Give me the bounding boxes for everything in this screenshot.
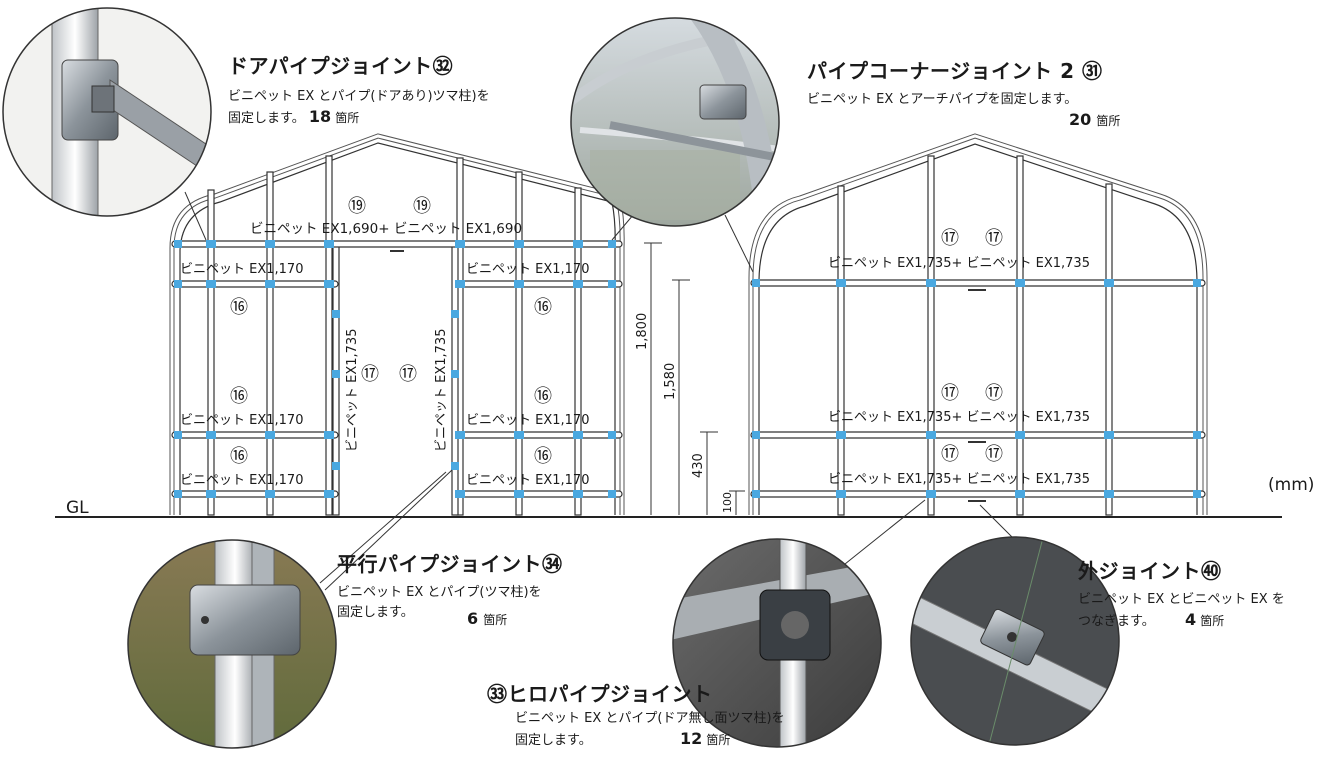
- outer-joint-count: 4: [1184, 610, 1197, 629]
- parallel-joint-photo: [128, 540, 336, 748]
- dim-1800: 1,800: [635, 313, 650, 350]
- left-num16-2: ⑯: [534, 297, 552, 318]
- left-frame: [169, 133, 625, 516]
- door-joint-title: ドアパイプジョイント㉜: [228, 54, 454, 78]
- left-top-num-a: ⑲: [348, 196, 366, 217]
- left-num17-a: ⑰: [361, 364, 379, 385]
- door-joint-callout: ドアパイプジョイント㉜ ビニペット EX とパイプ(ドアあり)ツマ柱)を 固定し…: [228, 50, 490, 129]
- right-num17-3b: ⑰: [985, 444, 1003, 465]
- outer-joint-photo: [911, 537, 1119, 745]
- left-row1-left-label: ビニペット EX1,170: [180, 262, 303, 277]
- left-vert-right-label: ビニペット EX1,735: [434, 329, 449, 452]
- right-row3-label: ビニペット EX1,735+ ビニペット EX1,735: [828, 472, 1090, 487]
- hiro-joint-count: 12: [679, 729, 703, 748]
- parallel-joint-desc-1: ビニペット EX とパイプ(ツマ柱)を: [337, 585, 542, 600]
- right-num17-3a: ⑰: [941, 444, 959, 465]
- corner-joint-callout: パイプコーナージョイント 2 ㉛ ビニペット EX とアーチパイプを固定します。…: [807, 55, 1120, 129]
- left-row3-left-label: ビニペット EX1,170: [180, 473, 303, 488]
- hiro-joint-desc-2: 固定します。: [515, 733, 592, 748]
- dimension-lines: [644, 242, 745, 515]
- dim-430: 430: [691, 453, 706, 478]
- door-joint-desc-2: 固定します。: [228, 111, 305, 126]
- corner-joint-unit: 箇所: [1096, 114, 1121, 128]
- left-row2-right-label: ビニペット EX1,170: [466, 413, 589, 428]
- leader-lines: [184, 191, 1016, 591]
- hiro-joint-photo: [673, 539, 881, 747]
- door-joint-desc-row: 固定します。 18 箇所: [228, 107, 490, 129]
- parallel-joint-callout: 平行パイプジョイント㉞ ビニペット EX とパイプ(ツマ柱)を 固定します。 6…: [337, 548, 563, 628]
- right-frame: [748, 133, 1208, 516]
- right-joint-markers: [752, 279, 1201, 498]
- outer-joint-title: 外ジョイント㊵: [1078, 559, 1222, 583]
- door-joint-desc-1: ビニペット EX とパイプ(ドアあり)ツマ柱)を: [228, 89, 490, 104]
- left-top-label: ビニペット EX1,690+ ビニペット EX1,690: [250, 221, 522, 237]
- parallel-joint-count: 6: [467, 609, 479, 628]
- corner-joint-count-row: 20 箇所: [1069, 110, 1120, 129]
- corner-joint-title: パイプコーナージョイント 2 ㉛: [807, 59, 1103, 83]
- door-joint-unit: 箇所: [335, 111, 360, 125]
- left-num17-b: ⑰: [399, 364, 417, 385]
- left-row3-right-label: ビニペット EX1,170: [466, 473, 589, 488]
- hiro-joint-title: ㉝ヒロパイプジョイント: [487, 682, 713, 706]
- left-num16-1: ⑯: [230, 297, 248, 318]
- door-joint-photo: [3, 8, 211, 216]
- left-num16-3: ⑯: [230, 386, 248, 407]
- corner-joint-photo: [571, 18, 779, 226]
- left-num16-5: ⑯: [230, 446, 248, 467]
- parallel-joint-unit: 箇所: [483, 613, 508, 627]
- parallel-joint-desc-2: 固定します。: [337, 605, 414, 620]
- outer-joint-desc-2: つなぎます。: [1078, 614, 1155, 629]
- hiro-joint-desc-row: 固定します。 12 箇所: [515, 729, 785, 751]
- door-joint-count: 18: [308, 107, 332, 126]
- ground-label: GL: [66, 498, 89, 518]
- left-joint-markers: [174, 240, 616, 498]
- left-num16-4: ⑯: [534, 386, 552, 407]
- right-row2-label: ビニペット EX1,735+ ビニペット EX1,735: [828, 410, 1090, 425]
- parallel-joint-count-row: 6 箇所: [467, 609, 563, 628]
- outer-joint-desc-row: つなぎます。 4 箇所: [1078, 610, 1285, 632]
- outer-joint-unit: 箇所: [1200, 614, 1225, 628]
- hiro-joint-unit: 箇所: [706, 733, 731, 747]
- left-row1-right-label: ビニペット EX1,170: [466, 262, 589, 277]
- right-num17-2a: ⑰: [941, 383, 959, 404]
- unit-label: (mm): [1268, 475, 1314, 495]
- parallel-joint-title: 平行パイプジョイント㉞: [337, 552, 563, 576]
- dim-100: 100: [721, 492, 734, 513]
- corner-joint-desc-1: ビニペット EX とアーチパイプを固定します。: [807, 92, 1078, 107]
- left-num16-6: ⑯: [534, 446, 552, 467]
- left-vert-left-label: ビニペット EX1,735: [345, 329, 360, 452]
- right-num17-1a: ⑰: [941, 228, 959, 249]
- left-row2-left-label: ビニペット EX1,170: [180, 413, 303, 428]
- right-num17-2b: ⑰: [985, 383, 1003, 404]
- dim-1580: 1,580: [663, 363, 678, 400]
- hiro-joint-callout: ㉝ヒロパイプジョイント ビニペット EX とパイプ(ドア無し面ツマ柱)を 固定し…: [487, 678, 785, 751]
- corner-joint-count: 20: [1069, 110, 1092, 129]
- left-top-num-b: ⑲: [413, 196, 431, 217]
- outer-joint-callout: 外ジョイント㊵ ビニペット EX とビニペット EX を つなぎます。 4 箇所: [1078, 555, 1285, 632]
- right-row1-label: ビニペット EX1,735+ ビニペット EX1,735: [828, 256, 1090, 271]
- outer-joint-desc-1: ビニペット EX とビニペット EX を: [1078, 592, 1285, 607]
- hiro-joint-desc-1: ビニペット EX とパイプ(ドア無し面ツマ柱)を: [515, 711, 785, 726]
- right-num17-1b: ⑰: [985, 228, 1003, 249]
